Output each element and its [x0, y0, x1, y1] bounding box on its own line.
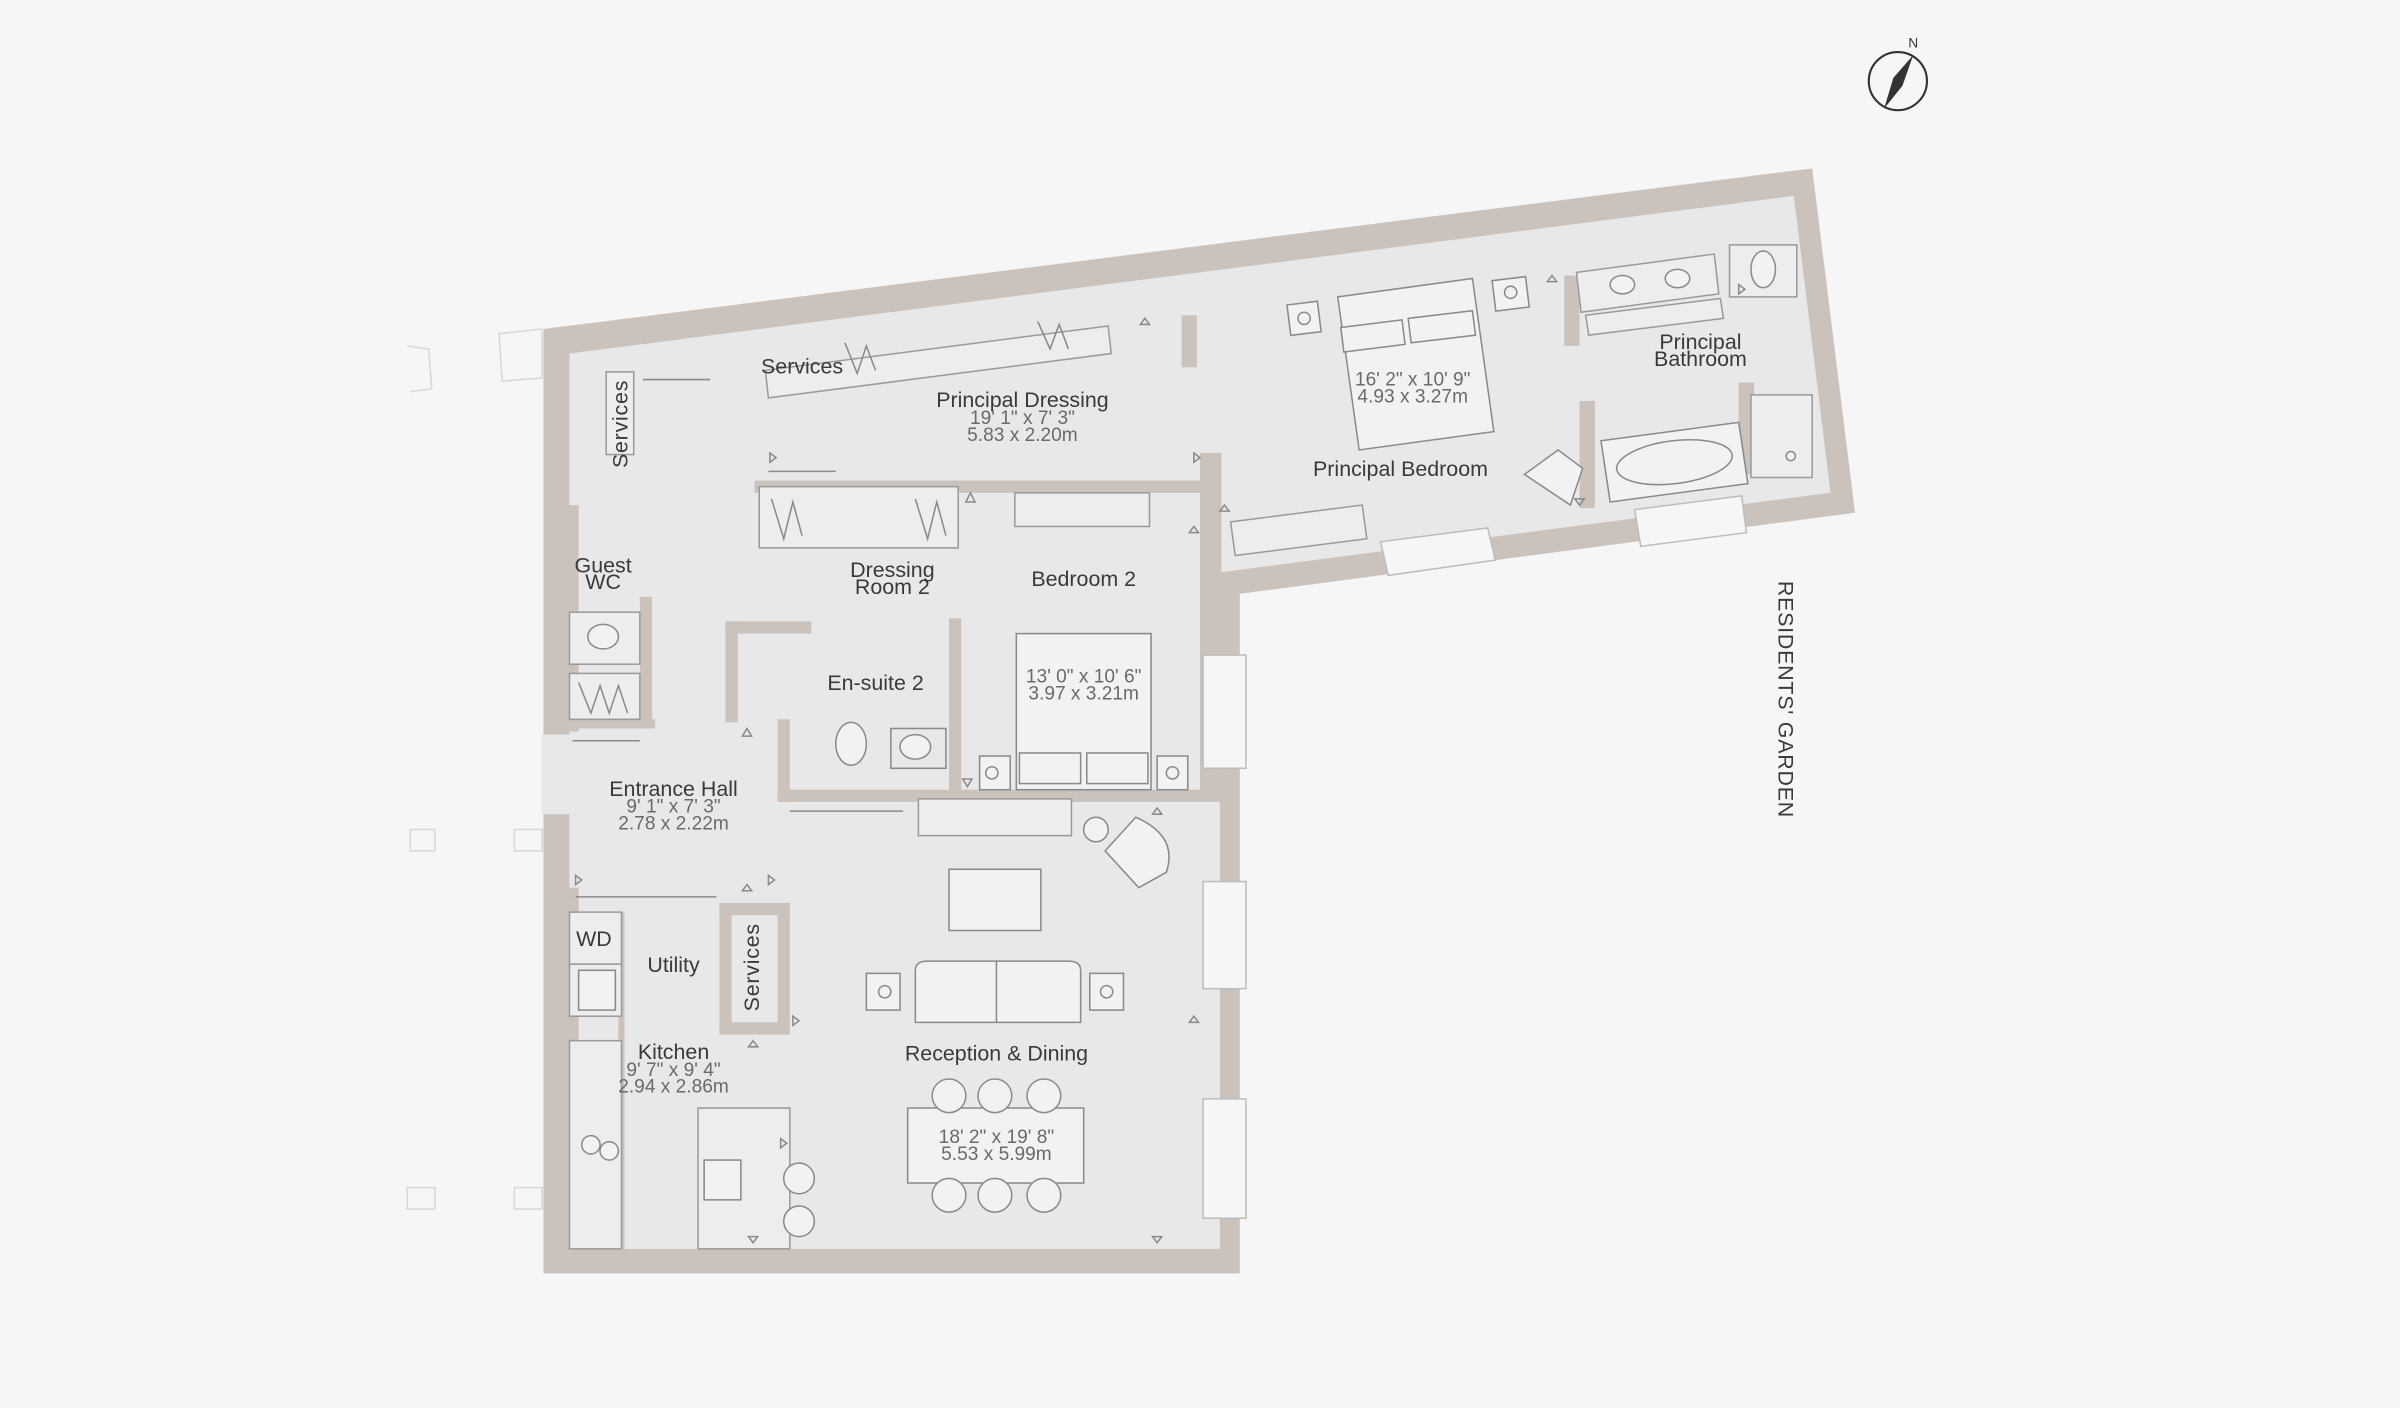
entrance-hall-dim-metric: 2.78 x 2.22m — [618, 813, 729, 834]
reception-dining-dim-metric: 5.53 x 5.99m — [941, 1144, 1052, 1165]
door-markers — [572, 274, 1747, 1244]
reception-furniture — [782, 448, 1584, 1238]
guest-wc-name-line1: Guest — [575, 553, 632, 577]
compass-north-label: N — [1908, 35, 1918, 50]
services-top-label: Services — [761, 354, 843, 378]
principal-bedroom-name: Principal Bedroom — [1313, 457, 1488, 481]
compass-circle — [1867, 50, 1929, 112]
services-left-label: Services — [609, 380, 633, 468]
compass-needle-icon — [1884, 55, 1914, 109]
ensuite-2-name: En-suite 2 — [827, 671, 923, 695]
compass: N — [1867, 35, 1929, 112]
reception-dining-dim-imperial: 18' 2" x 19' 8" — [939, 1127, 1055, 1148]
bedroom2-bed — [978, 632, 1189, 791]
wd-label: WD — [576, 927, 612, 951]
entrance-hall-name: Entrance Hall — [609, 777, 738, 801]
window-bays — [1202, 495, 1748, 1219]
principal-bedroom-dim-imperial: 16' 2" x 10' 9" — [1355, 370, 1471, 391]
reception-dining-name: Reception & Dining — [905, 1042, 1088, 1066]
exterior-ledges — [406, 328, 543, 1210]
utility-name: Utility — [647, 953, 700, 977]
guest-wc-name-line2: WC — [585, 570, 621, 594]
principal-bedroom-dim-metric: 4.93 x 3.27m — [1357, 387, 1468, 408]
entrance-hall-dim-imperial: 9' 1" x 7' 3" — [626, 797, 720, 818]
bedroom-2-dim-imperial: 13' 0" x 10' 6" — [1026, 667, 1142, 688]
hanging-marks — [577, 321, 1070, 716]
kitchen-name: Kitchen — [638, 1040, 709, 1064]
bathtub — [1600, 421, 1749, 503]
kitchen-dim-metric: 2.94 x 2.86m — [618, 1077, 729, 1098]
kitchen-dim-imperial: 9' 7" x 9' 4" — [626, 1060, 720, 1081]
dressing-room-2-name-line1: Dressing — [850, 558, 934, 582]
dressing-room-2-name-line2: Room 2 — [855, 575, 930, 599]
fixtures — [577, 250, 1797, 1201]
principal-dressing-dim-metric: 5.83 x 2.20m — [967, 425, 1078, 446]
principal-dressing-dim-imperial: 19' 1" x 7' 3" — [970, 408, 1075, 429]
principal-bathroom-name-line1: Principal — [1659, 330, 1741, 354]
bedroom-2-name: Bedroom 2 — [1031, 567, 1136, 591]
principal-dressing-name: Principal Dressing — [936, 388, 1109, 412]
entrance-doorway — [541, 734, 573, 815]
bedroom-2-dim-metric: 3.97 x 3.21m — [1028, 683, 1139, 704]
room-labels: Principal Dressing 19' 1" x 7' 3" 5.83 x… — [575, 330, 1798, 1165]
principal-bathroom-name-line2: Bathroom — [1654, 347, 1747, 371]
residents-garden-label: RESIDENTS' GARDEN — [1774, 581, 1798, 818]
services-utility-label: Services — [740, 923, 764, 1011]
